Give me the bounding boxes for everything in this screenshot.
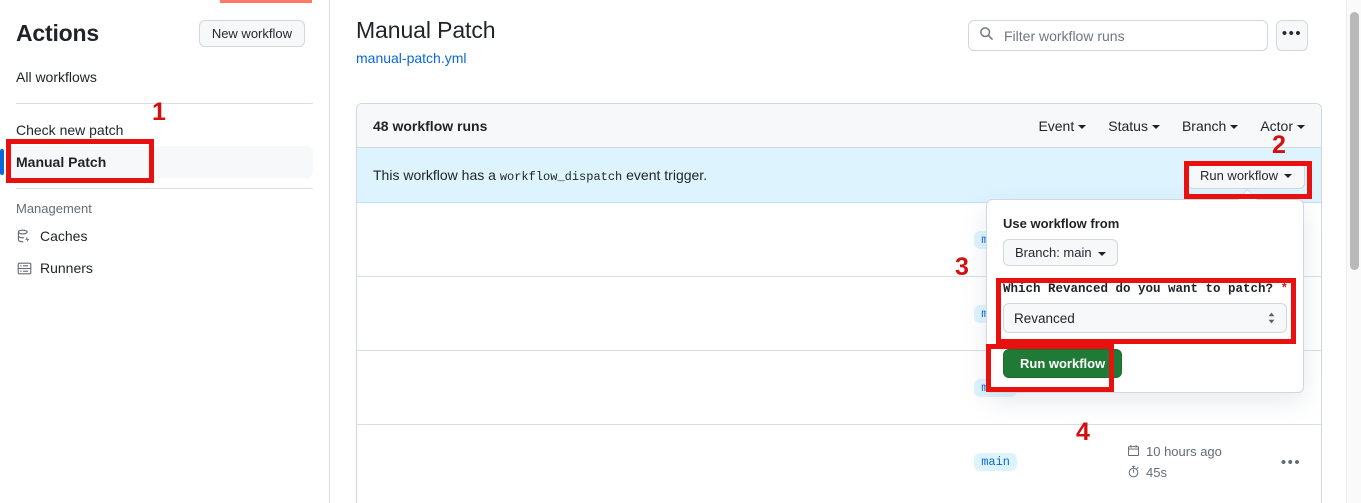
branch-select-label: Branch: main	[1015, 245, 1092, 260]
filter-branch-dropdown[interactable]: Branch	[1181, 117, 1239, 134]
select-updown-icon	[1266, 311, 1277, 326]
chevron-down-icon	[1297, 124, 1305, 129]
page-heading-group: Manual Patch manual-patch.yml	[356, 16, 496, 68]
chevron-down-icon	[1151, 124, 1160, 129]
calendar-icon	[1127, 444, 1140, 460]
new-workflow-button[interactable]: New workflow	[198, 20, 305, 47]
sidebar-item-label: Manual Patch	[16, 154, 107, 170]
sidebar-workflow-list: All workflows Check new patch Manual Pat…	[0, 61, 329, 284]
run-duration: 45s	[1127, 465, 1277, 481]
filter-label: Event	[1038, 117, 1075, 134]
chevron-down-icon	[1078, 124, 1087, 129]
dispatch-banner-text: This workflow has a workflow_dispatch ev…	[373, 167, 707, 184]
server-icon	[16, 260, 32, 276]
workflow-file-link[interactable]: manual-patch.yml	[356, 49, 467, 66]
sidebar-divider	[16, 103, 313, 104]
sidebar-item-label: Check new patch	[16, 122, 124, 138]
row-kebab-button[interactable]: •••	[1280, 453, 1302, 471]
sidebar-divider	[16, 188, 313, 189]
sidebar-item-all-workflows[interactable]: All workflows	[8, 61, 313, 93]
search-input[interactable]	[1002, 26, 1257, 45]
run-age-label: 10 hours ago	[1146, 444, 1222, 459]
chevron-down-icon	[1284, 174, 1292, 178]
filter-event-dropdown[interactable]: Event	[1038, 117, 1087, 134]
header-kebab-button[interactable]: •••	[1276, 20, 1308, 51]
page-scrollbar[interactable]	[1346, 0, 1361, 503]
sidebar-item-manual-patch[interactable]: Manual Patch	[0, 146, 313, 178]
filter-label: Status	[1108, 117, 1148, 134]
run-duration-label: 45s	[1146, 465, 1167, 480]
run-workflow-submit-button[interactable]: Run workflow	[1003, 349, 1123, 378]
sidebar-header: Actions New workflow	[0, 0, 329, 47]
search-icon	[979, 26, 994, 46]
page-scrollbar-thumb[interactable]	[1350, 12, 1359, 270]
workflow-input-label-text: Which Revanced do you want to patch?	[1003, 282, 1274, 296]
sidebar-item-label: All workflows	[16, 69, 97, 85]
stopwatch-icon	[1127, 465, 1140, 481]
workflow-dispatch-banner: This workflow has a workflow_dispatch ev…	[357, 148, 1321, 203]
run-row-meta: 10 hours ago 45s	[1127, 444, 1277, 481]
cache-icon	[16, 228, 32, 244]
chevron-down-icon	[1230, 124, 1239, 129]
chevron-down-icon	[1097, 251, 1106, 256]
header-actions: •••	[968, 16, 1308, 51]
workflow-runs-header: 48 workflow runs Event Status Branch	[357, 104, 1321, 148]
workflow-runs-count: 48 workflow runs	[373, 117, 488, 134]
revanced-select[interactable]: Revanced	[1003, 303, 1287, 333]
sidebar-item-caches[interactable]: Caches	[8, 220, 313, 252]
sidebar-item-check-new-patch[interactable]: Check new patch	[8, 114, 313, 146]
filter-status-dropdown[interactable]: Status	[1108, 118, 1160, 134]
sidebar-item-label: Runners	[40, 260, 93, 276]
run-workflow-dropdown-button[interactable]: Run workflow	[1186, 161, 1305, 189]
required-marker: *	[1280, 282, 1289, 296]
filter-actor-dropdown[interactable]: Actor	[1260, 118, 1305, 134]
revanced-select-value: Revanced	[1014, 310, 1075, 326]
filter-label: Actor	[1260, 117, 1293, 134]
run-age: 10 hours ago	[1127, 444, 1277, 460]
sidebar: Actions New workflow All workflows Check…	[0, 0, 330, 503]
dispatch-suffix: event trigger.	[626, 166, 708, 183]
branch-badge[interactable]: main	[974, 453, 1017, 471]
branch-select-button[interactable]: Branch: main	[1003, 239, 1118, 266]
use-workflow-from-label: Use workflow from	[1003, 216, 1120, 231]
sidebar-title: Actions	[16, 20, 99, 46]
page-title: Manual Patch	[356, 17, 496, 43]
dispatch-event-code: workflow_dispatch	[499, 169, 623, 184]
sidebar-management-label: Management	[16, 201, 92, 216]
filter-workflow-runs-box[interactable]	[968, 20, 1268, 51]
run-workflow-popup: Use workflow from Branch: main Which Rev…	[986, 199, 1304, 393]
workflow-runs-filters: Event Status Branch Actor	[1038, 118, 1305, 134]
run-workflow-button-label: Run workflow	[1199, 167, 1278, 183]
table-row[interactable]: main 10 hours ago	[357, 425, 1321, 499]
filter-label: Branch	[1181, 117, 1227, 134]
dispatch-prefix: This workflow has a	[373, 166, 496, 183]
sidebar-item-label: Caches	[40, 228, 88, 244]
page-load-progress-bar	[220, 0, 312, 3]
main-header: Manual Patch manual-patch.yml •••	[331, 0, 1340, 68]
sidebar-item-runners[interactable]: Runners	[8, 252, 313, 284]
page-right-gutter	[1340, 0, 1346, 503]
workflow-input-label: Which Revanced do you want to patch? *	[1003, 282, 1289, 296]
